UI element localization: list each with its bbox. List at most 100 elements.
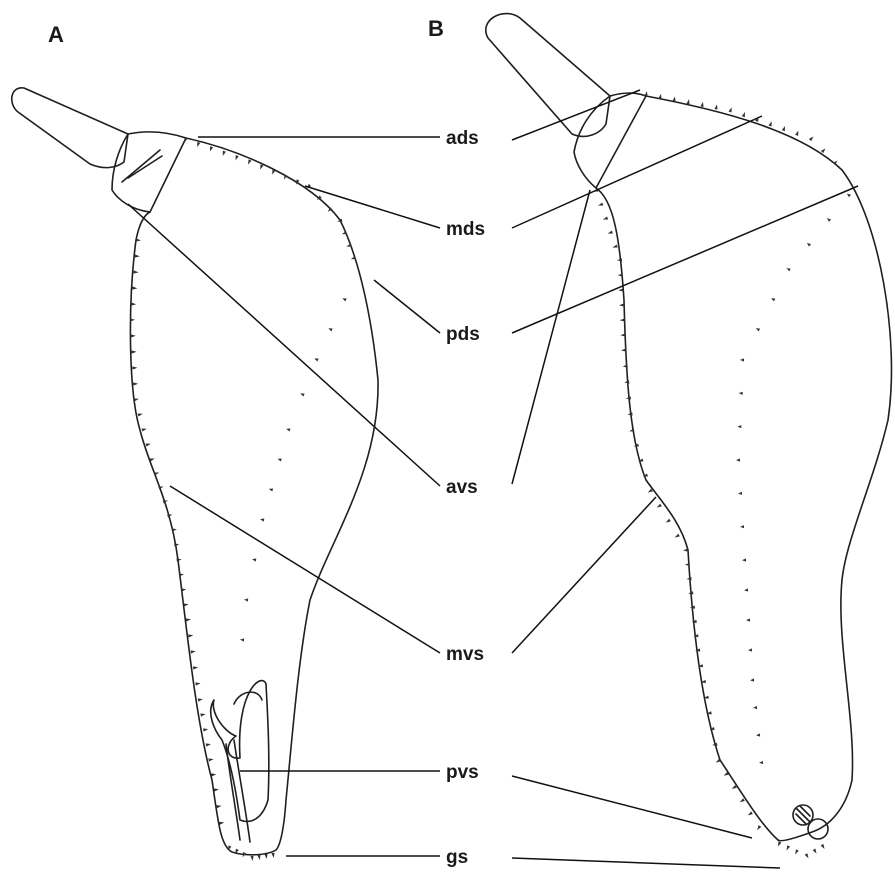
spine: [740, 525, 744, 528]
spine: [130, 318, 135, 321]
spine: [620, 333, 625, 336]
spine: [771, 298, 775, 301]
spine: [742, 112, 745, 117]
spine: [132, 350, 137, 353]
spine: [198, 698, 203, 701]
spine: [686, 99, 689, 104]
spine: [257, 855, 260, 860]
leader-avs-a: [128, 204, 440, 486]
spine: [728, 107, 731, 112]
spine: [658, 94, 661, 99]
spine: [223, 151, 226, 156]
spine: [131, 302, 136, 305]
spine: [740, 358, 744, 361]
spine: [179, 573, 184, 576]
leader-mvs-b: [512, 497, 656, 653]
spine: [756, 733, 760, 736]
specimen-b-tip-segment: [486, 14, 610, 137]
spine: [787, 845, 791, 850]
leader-gs-b: [512, 858, 780, 868]
spine: [695, 648, 700, 651]
label-pds: pds: [446, 324, 480, 345]
panel-letter-a: A: [48, 22, 64, 47]
spine: [138, 413, 143, 416]
label-gs: gs: [446, 847, 468, 868]
spine: [756, 328, 760, 331]
spine: [805, 853, 809, 858]
leader-pds-a: [374, 280, 440, 333]
spine: [135, 254, 140, 257]
spine: [598, 202, 603, 205]
spine: [286, 428, 290, 431]
specimen-b-basal-segment: [574, 93, 646, 188]
specimen-a-tip-segment: [12, 88, 128, 168]
spine: [134, 398, 139, 401]
spine: [827, 218, 831, 222]
spine: [132, 366, 137, 369]
specimen-a: [12, 88, 378, 861]
spine: [603, 216, 608, 219]
spine: [146, 443, 151, 446]
spine: [271, 853, 274, 858]
spine: [750, 678, 754, 681]
spine: [757, 825, 761, 830]
spine: [252, 558, 256, 561]
label-avs: avs: [446, 477, 478, 498]
spine: [624, 380, 629, 383]
panel-letter-b: B: [428, 16, 444, 41]
spine: [782, 126, 785, 131]
spine: [700, 102, 703, 107]
spine: [314, 359, 318, 362]
spine: [264, 854, 267, 859]
leader-lines: [128, 90, 858, 868]
spine: [236, 155, 239, 160]
spine: [260, 518, 264, 521]
specimen-b-body-outline: [596, 96, 891, 841]
specimen-b-genital-structure: [793, 805, 828, 839]
spine: [737, 425, 741, 428]
spine: [191, 650, 196, 653]
leader-avs-b: [512, 190, 590, 484]
spine: [621, 348, 626, 351]
spine: [847, 193, 851, 197]
spine: [768, 121, 771, 126]
spine: [342, 298, 346, 301]
spine: [210, 146, 213, 151]
spine: [742, 558, 746, 561]
spine: [618, 288, 623, 291]
spine: [795, 849, 799, 854]
spine: [183, 603, 188, 606]
leader-pds-b: [512, 186, 858, 333]
spine: [133, 270, 138, 273]
spine: [813, 849, 817, 854]
spine: [759, 761, 763, 764]
spine: [208, 758, 213, 761]
spine: [683, 548, 688, 551]
spine: [240, 638, 244, 641]
spine: [132, 286, 137, 289]
spine: [685, 563, 690, 566]
label-ads: ads: [446, 128, 479, 149]
label-pvs: pvs: [446, 762, 479, 783]
specimen-a-genital-structure: [211, 681, 269, 822]
spine: [746, 618, 750, 621]
spine: [618, 273, 623, 276]
specimen-a-body-outline: [130, 138, 378, 855]
spine: [211, 773, 216, 776]
spine: [744, 588, 748, 591]
spine: [186, 618, 191, 621]
spine: [795, 131, 798, 136]
spine: [174, 543, 179, 546]
spine: [620, 318, 625, 321]
label-mvs: mvs: [446, 644, 484, 665]
spine: [672, 96, 675, 101]
spine: [250, 856, 253, 861]
spine: [188, 634, 193, 637]
spine: [328, 328, 332, 331]
spine: [300, 394, 304, 397]
spine: [206, 743, 211, 746]
spine: [821, 844, 825, 849]
spine: [131, 334, 136, 337]
spine: [608, 230, 613, 233]
